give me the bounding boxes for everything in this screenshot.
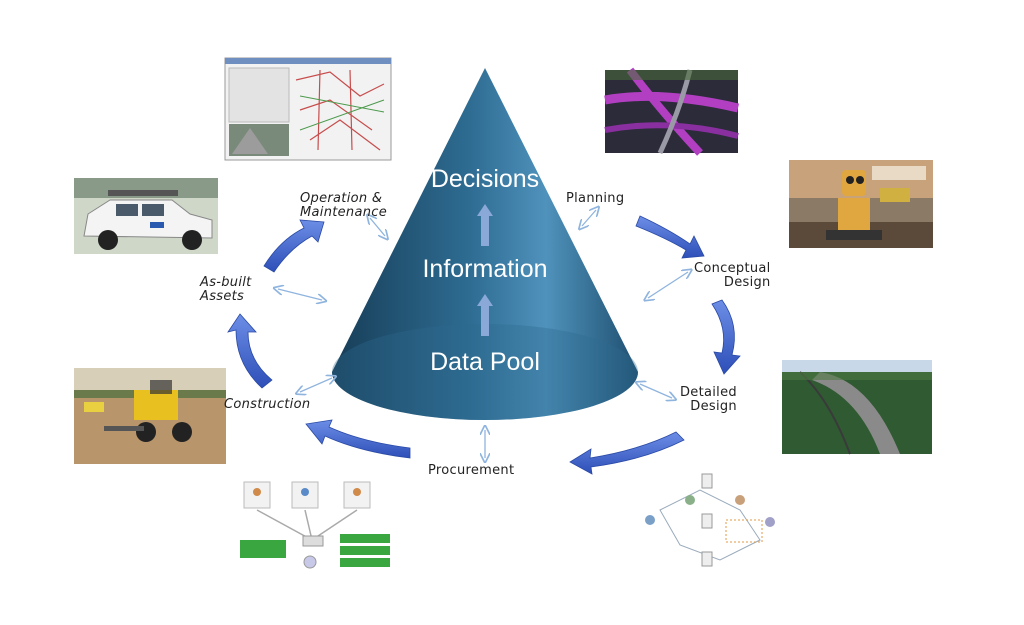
thumbnail-interchange-model bbox=[604, 67, 740, 156]
stage-label-operation-line2: Maintenance bbox=[300, 205, 388, 220]
thumbnail-survey-vehicle bbox=[74, 178, 218, 254]
stage-label-operation: Operation & Maintenance bbox=[300, 192, 387, 220]
stage-label-detailed: Detailed Design bbox=[680, 386, 737, 414]
stage-label-conceptual: Conceptual Design bbox=[694, 262, 771, 290]
cycle-arrow-procurement-construction bbox=[305, 419, 411, 459]
stage-label-as-built-line2: Assets bbox=[200, 289, 245, 304]
connector-asbuilt bbox=[278, 289, 322, 300]
cone-label-decisions: Decisions bbox=[430, 165, 540, 193]
stage-label-conceptual-line1: Conceptual bbox=[694, 261, 771, 276]
cone-label-data-pool: Data Pool bbox=[430, 348, 540, 376]
connector-operation bbox=[370, 218, 385, 236]
cycle-arrow-asbuilt-operation bbox=[263, 219, 325, 273]
connector-detailed bbox=[640, 384, 672, 398]
up-arrow-icon bbox=[477, 294, 493, 336]
cone-base bbox=[332, 324, 638, 420]
thumbnail-workflow-bottom-left bbox=[238, 478, 396, 576]
connector-planning bbox=[582, 210, 596, 226]
stage-label-as-built-line1: As-built bbox=[200, 275, 252, 290]
stage-label-procurement: Procurement bbox=[428, 463, 515, 478]
connector-construction bbox=[300, 378, 332, 392]
stage-label-as-built: As-built Assets bbox=[200, 276, 252, 304]
thumbnail-highway-3d bbox=[782, 360, 932, 455]
thumbnail-workflow-bottom-right bbox=[635, 468, 785, 578]
stage-label-conceptual-line2: Design bbox=[723, 275, 771, 290]
cycle-arrow-conceptual-detailed bbox=[711, 299, 741, 375]
connector-conceptual bbox=[648, 272, 688, 298]
thumbnail-construction-grader bbox=[74, 368, 226, 464]
stage-label-detailed-line1: Detailed bbox=[680, 385, 737, 400]
stage-label-construction: Construction bbox=[224, 397, 311, 412]
stage-label-detailed-line2: Design bbox=[690, 399, 737, 414]
cycle-arrow-detailed-procurement bbox=[569, 431, 685, 475]
cycle-arrow-planning-conceptual bbox=[635, 215, 705, 259]
cone-label-information: Information bbox=[422, 255, 548, 283]
up-arrow-icon bbox=[477, 204, 493, 246]
stage-label-planning: Planning bbox=[566, 191, 625, 206]
thumbnail-robot-site bbox=[789, 160, 933, 248]
cycle-arrow-construction-asbuilt bbox=[227, 313, 273, 389]
thumbnail-gis-software bbox=[224, 57, 392, 161]
stage-label-operation-line1: Operation & bbox=[300, 191, 383, 206]
